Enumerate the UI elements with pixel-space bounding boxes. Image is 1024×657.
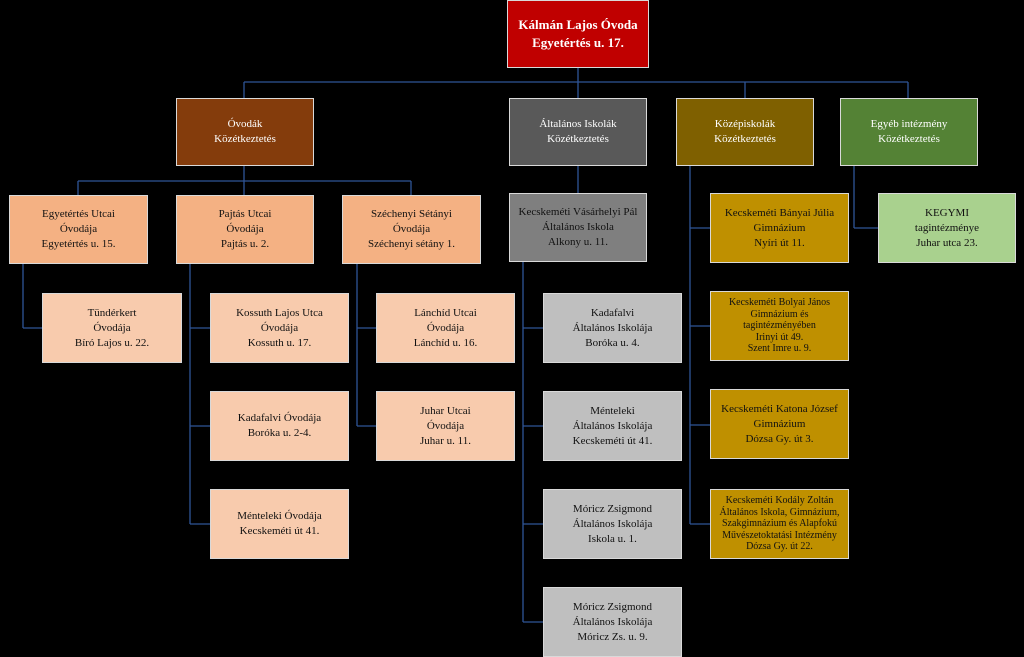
- box-address: Pajtás u. 2.: [220, 238, 270, 250]
- box-address: Széchenyi sétány 1.: [367, 238, 456, 250]
- box-name: Ménteleki: [590, 404, 635, 417]
- kindergarten-egyetertes: Egyetértés Utcai Óvodája Egyetértés u. 1…: [9, 195, 148, 264]
- box-address: Bíró Lajos u. 22.: [74, 336, 150, 349]
- kindergarten-juhar: Juhar Utcai Óvodája Juhar u. 11.: [376, 391, 515, 461]
- box-address: Lánchíd u. 16.: [413, 336, 478, 349]
- box-type: Általános Iskola, Gimnázium,: [719, 506, 840, 518]
- box-name: Kossuth Lajos Utca: [236, 306, 323, 319]
- box-type: Általános Iskolája: [572, 321, 653, 334]
- box-type: Óvodája: [426, 419, 465, 432]
- box-type: Általános Iskola: [542, 221, 614, 233]
- secondary-school-banyai: Kecskeméti Bányai Júlia Gimnázium Nyíri …: [710, 193, 849, 263]
- kindergarten-pajtas: Pajtás Utcai Óvodája Pajtás u. 2.: [176, 195, 314, 264]
- primary-school-menteleki: Ménteleki Általános Iskolája Kecskeméti …: [543, 391, 682, 461]
- box-address: Boróka u. 4.: [585, 336, 640, 349]
- category-kindergartens: Óvodák Közétkeztetés: [176, 98, 314, 166]
- other-kegymi: KEGYMI tagintézménye Juhar utca 23.: [878, 193, 1016, 263]
- box-name: Kecskeméti Katona József: [721, 402, 838, 415]
- box-name: Egyetértés Utcai: [42, 208, 115, 220]
- kindergarten-kadafalvi: Kadafalvi Óvodája Boróka u. 2-4.: [210, 391, 349, 461]
- box-type: Gimnázium és: [750, 308, 809, 320]
- box-address: Dózsa Gy. út 22.: [746, 541, 813, 553]
- category-subtitle: Közétkeztetés: [714, 133, 776, 145]
- box-type: tagintézményében: [743, 320, 816, 332]
- box-type: Általános Iskolája: [572, 517, 653, 530]
- box-address: Kossuth u. 17.: [247, 336, 312, 349]
- box-name: Ménteleki Óvodája: [237, 510, 322, 522]
- kindergarten-tunderkert: Tündérkert Óvodája Bíró Lajos u. 22.: [42, 293, 182, 363]
- category-subtitle: Közétkeztetés: [547, 133, 609, 145]
- category-other-institution: Egyéb intézmény Közétkeztetés: [840, 98, 978, 166]
- box-type: Művészetoktatási Intézmény: [722, 529, 837, 541]
- box-name: Kadafalvi Óvodája: [237, 412, 322, 424]
- box-type: Óvodája: [392, 223, 431, 235]
- box-address: Juhar utca 23.: [916, 236, 978, 249]
- category-title: Óvodák: [227, 118, 263, 130]
- box-name: KEGYMI: [925, 206, 969, 219]
- category-primary-schools: Általános Iskolák Közétkeztetés: [509, 98, 647, 166]
- box-type: Szakgimnázium és Alapfokú: [722, 518, 837, 530]
- box-name: Kecskeméti Vásárhelyi Pál: [518, 206, 638, 218]
- category-subtitle: Közétkeztetés: [878, 133, 940, 145]
- box-name: Széchenyi Sétányi: [371, 208, 452, 220]
- box-address: Nyíri út 11.: [754, 236, 805, 249]
- box-address: Irinyi út 49.: [755, 331, 804, 343]
- root-address: Egyetértés u. 17.: [532, 35, 624, 50]
- box-address: Móricz Zs. u. 9.: [577, 630, 648, 643]
- box-name: Móricz Zsigmond: [572, 502, 653, 515]
- box-type: Óvodája: [226, 223, 264, 235]
- box-address: Juhar u. 11.: [420, 434, 471, 447]
- box-type: Óvodája: [260, 321, 299, 334]
- box-type: Gimnázium: [753, 417, 806, 430]
- box-address: Szent Imre u. 9.: [747, 343, 812, 355]
- kindergarten-szechenyi: Széchenyi Sétányi Óvodája Széchenyi sétá…: [342, 195, 481, 264]
- root-box: Kálmán Lajos Óvoda Egyetértés u. 17.: [507, 0, 649, 68]
- category-title: Egyéb intézmény: [870, 118, 948, 130]
- primary-school-vasarhelyi: Kecskeméti Vásárhelyi Pál Általános Isko…: [509, 193, 647, 262]
- box-address: Egyetértés u. 15.: [41, 238, 116, 250]
- box-name: Kecskeméti Kodály Zoltán: [725, 495, 834, 507]
- box-name: Lánchíd Utcai: [414, 306, 477, 319]
- secondary-school-katona: Kecskeméti Katona József Gimnázium Dózsa…: [710, 389, 849, 459]
- box-type: Óvodája: [426, 321, 465, 334]
- kindergarten-menteleki: Ménteleki Óvodája Kecskeméti út 41.: [210, 489, 349, 559]
- box-type: Általános Iskolája: [572, 419, 653, 432]
- box-address: Boróka u. 2-4.: [247, 427, 312, 439]
- box-type: Általános Iskolája: [572, 615, 653, 628]
- box-name: Pajtás Utcai: [218, 208, 272, 220]
- box-type: Gimnázium: [753, 221, 806, 234]
- box-name: Tündérkert: [87, 306, 137, 319]
- box-name: Móricz Zsigmond: [572, 600, 653, 613]
- box-name: Juhar Utcai: [420, 404, 471, 417]
- box-address: Kecskeméti út 41.: [239, 525, 320, 537]
- box-type: Óvodája: [59, 223, 98, 235]
- box-type: tagintézménye: [914, 221, 980, 234]
- box-address: Iskola u. 1.: [588, 532, 637, 545]
- secondary-school-bolyai: Kecskeméti Bolyai János Gimnázium és tag…: [710, 291, 849, 361]
- primary-school-moricz-1: Móricz Zsigmond Általános Iskolája Iskol…: [543, 489, 682, 559]
- kindergarten-lanchid: Lánchíd Utcai Óvodája Lánchíd u. 16.: [376, 293, 515, 363]
- category-subtitle: Közétkeztetés: [214, 133, 276, 145]
- box-name: Kadafalvi: [590, 306, 635, 319]
- box-address: Dózsa Gy. út 3.: [745, 432, 814, 445]
- box-name: Kecskeméti Bányai Júlia: [724, 206, 835, 219]
- category-secondary-schools: Középiskolák Közétkeztetés: [676, 98, 814, 166]
- box-type: Óvodája: [93, 321, 131, 334]
- category-title: Általános Iskolák: [539, 118, 617, 130]
- root-title: Kálmán Lajos Óvoda: [518, 17, 638, 32]
- kindergarten-kossuth: Kossuth Lajos Utca Óvodája Kossuth u. 17…: [210, 293, 349, 363]
- box-name: Kecskeméti Bolyai János: [728, 297, 831, 309]
- primary-school-kadafalvi: Kadafalvi Általános Iskolája Boróka u. 4…: [543, 293, 682, 363]
- box-address: Alkony u. 11.: [547, 236, 609, 248]
- primary-school-moricz-2: Móricz Zsigmond Általános Iskolája Móric…: [543, 587, 682, 657]
- secondary-school-kodaly: Kecskeméti Kodály Zoltán Általános Iskol…: [710, 489, 849, 559]
- category-title: Középiskolák: [714, 118, 776, 130]
- box-address: Kecskeméti út 41.: [572, 434, 653, 447]
